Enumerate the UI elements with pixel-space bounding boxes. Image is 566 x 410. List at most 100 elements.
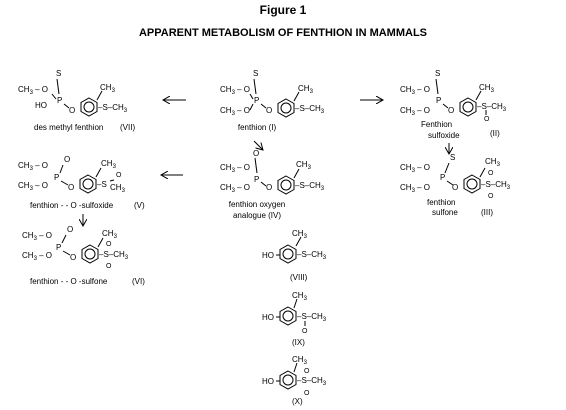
svg-text:O: O xyxy=(70,253,76,262)
svg-text:–S–CH3: –S–CH3 xyxy=(98,103,128,114)
svg-text:O: O xyxy=(253,149,259,158)
svg-text:P: P xyxy=(436,96,441,105)
svg-text:HO: HO xyxy=(35,101,47,110)
compound-phenol-sulfone-structure: CH3 HO –S–CH3 O O xyxy=(262,355,327,397)
svg-text:CH3 – O: CH3 – O xyxy=(400,163,430,174)
svg-text:CH3 – O: CH3 – O xyxy=(18,85,48,96)
caption-phenol-sulfone: (X) xyxy=(292,397,303,406)
caption-desmethyl: des methyl fenthion xyxy=(34,123,103,132)
svg-text:HO: HO xyxy=(262,377,274,386)
compound-oxygen-analogue-structure: CH3 – O O P CH3 – O O CH3 –S–CH3 xyxy=(220,149,325,195)
caption-phenol-sulfide: (VIII) xyxy=(290,273,308,282)
svg-text:O: O xyxy=(116,172,122,179)
caption-oxygen-analogue-2: analogue (IV) xyxy=(233,211,281,220)
svg-text:CH3: CH3 xyxy=(100,83,116,94)
compound-o-sulfone-structure: CH3 – O O P CH3 – O O CH3 –S–CH3 O O xyxy=(22,225,129,270)
caption-o-sulfone: fenthion - - O -sulfone xyxy=(30,277,108,286)
svg-text:CH3: CH3 xyxy=(298,84,314,95)
svg-text:CH3 – O: CH3 – O xyxy=(400,183,430,194)
svg-text:CH3: CH3 xyxy=(296,160,312,171)
svg-text:CH3 – O: CH3 – O xyxy=(220,183,250,194)
svg-text:CH3 – O: CH3 – O xyxy=(18,161,48,172)
svg-text:O: O xyxy=(106,263,112,270)
number-o-sulfoxide: (V) xyxy=(134,201,145,210)
svg-text:HO: HO xyxy=(262,251,274,260)
svg-text:P: P xyxy=(56,243,61,252)
svg-text:P: P xyxy=(254,175,259,184)
number-o-sulfone: (VI) xyxy=(132,277,145,286)
svg-text:CH3 – O: CH3 – O xyxy=(18,181,48,192)
svg-text:S: S xyxy=(435,69,440,78)
svg-text:S: S xyxy=(450,153,455,162)
svg-text:–S–CH3: –S–CH3 xyxy=(297,312,327,323)
svg-text:O: O xyxy=(64,155,70,164)
svg-text:CH3 – O: CH3 – O xyxy=(22,231,52,242)
compound-fenthion-structure: CH3 – O S P CH3 – O O CH3 –S–CH3 xyxy=(220,69,325,118)
caption-sulfoxide-2: sulfoxide xyxy=(428,131,460,140)
svg-text:O: O xyxy=(452,183,458,192)
svg-text:O: O xyxy=(304,390,310,397)
svg-text:–S–CH3: –S–CH3 xyxy=(481,180,511,191)
svg-text:–S–CH3: –S–CH3 xyxy=(295,181,325,192)
svg-text:P: P xyxy=(57,96,62,105)
compound-phenol-sulfoxide-structure: CH3 HO –S–CH3 O xyxy=(262,291,327,335)
svg-text:CH3 – O: CH3 – O xyxy=(220,85,250,96)
svg-text:–S–CH3: –S–CH3 xyxy=(99,250,129,261)
caption-phenol-sulfoxide: (IX) xyxy=(292,338,305,347)
svg-text:CH3 – O: CH3 – O xyxy=(220,106,250,117)
compound-sulfoxide-structure: CH3 – O S P CH3 – O O CH3 –S–CH3 O xyxy=(400,69,507,123)
svg-text:O: O xyxy=(67,225,73,234)
number-desmethyl: (VII) xyxy=(120,123,135,132)
svg-text:CH3 – O: CH3 – O xyxy=(400,106,430,117)
caption-sulfone-2: sulfone xyxy=(432,208,458,217)
svg-text:CH3: CH3 xyxy=(485,157,501,168)
svg-text:O: O xyxy=(69,106,75,115)
svg-text:CH3: CH3 xyxy=(292,355,308,366)
svg-text:CH3 – O: CH3 – O xyxy=(220,163,250,174)
svg-text:O: O xyxy=(68,183,74,192)
svg-text:CH3: CH3 xyxy=(101,159,117,170)
compound-o-sulfoxide-structure: CH3 – O O P CH3 – O O CH3 –S O CH3 xyxy=(18,155,126,194)
svg-text:–S–CH3: –S–CH3 xyxy=(297,376,327,387)
svg-text:O: O xyxy=(106,241,112,248)
svg-text:O: O xyxy=(304,368,310,375)
figure-label: Figure 1 xyxy=(260,3,307,17)
number-sulfone: (III) xyxy=(481,208,493,217)
svg-text:O: O xyxy=(302,328,308,335)
arrow-to-oxygen-analogue xyxy=(253,140,263,150)
svg-text:S: S xyxy=(253,69,258,78)
svg-text:HO: HO xyxy=(262,313,274,322)
svg-text:O: O xyxy=(488,170,494,177)
svg-text:–S–CH3: –S–CH3 xyxy=(295,104,325,115)
caption-o-sulfoxide: fenthion - - O -sulfoxide xyxy=(30,201,114,210)
svg-text:O: O xyxy=(488,193,494,200)
svg-text:O: O xyxy=(484,116,490,123)
svg-text:CH3: CH3 xyxy=(292,291,308,302)
svg-text:O: O xyxy=(266,106,272,115)
svg-text:S: S xyxy=(56,69,61,78)
number-sulfoxide: (II) xyxy=(490,129,500,138)
compound-phenol-sulfide-structure: CH3 HO –S–CH3 xyxy=(262,229,327,264)
svg-text:O: O xyxy=(448,106,454,115)
svg-text:CH3: CH3 xyxy=(479,83,495,94)
compound-sulfone-structure: CH3 – O S P CH3 – O O CH3 –S–CH3 O O xyxy=(400,153,511,200)
caption-oxygen-analogue-1: fenthion oxygen xyxy=(229,200,286,209)
caption-fenthion: fenthion (I) xyxy=(238,123,277,132)
figure-title: APPARENT METABOLISM OF FENTHION IN MAMMA… xyxy=(139,27,427,39)
caption-sulfoxide-1: Fenthion xyxy=(421,120,452,129)
svg-text:P: P xyxy=(440,173,445,182)
svg-text:–S: –S xyxy=(97,180,107,189)
compound-desmethyl-structure: CH3 – O S P HO O CH3 –S–CH3 xyxy=(18,69,128,117)
svg-text:CH3: CH3 xyxy=(292,229,308,240)
svg-text:–S–CH3: –S–CH3 xyxy=(297,250,327,261)
svg-text:P: P xyxy=(254,96,259,105)
svg-text:CH3 – O: CH3 – O xyxy=(400,85,430,96)
svg-text:CH3: CH3 xyxy=(102,229,118,240)
caption-sulfone-1: fenthion xyxy=(427,198,455,207)
svg-text:O: O xyxy=(266,183,272,192)
svg-text:P: P xyxy=(54,173,59,182)
svg-text:CH3 – O: CH3 – O xyxy=(22,251,52,262)
svg-text:–S–CH3: –S–CH3 xyxy=(477,102,507,113)
